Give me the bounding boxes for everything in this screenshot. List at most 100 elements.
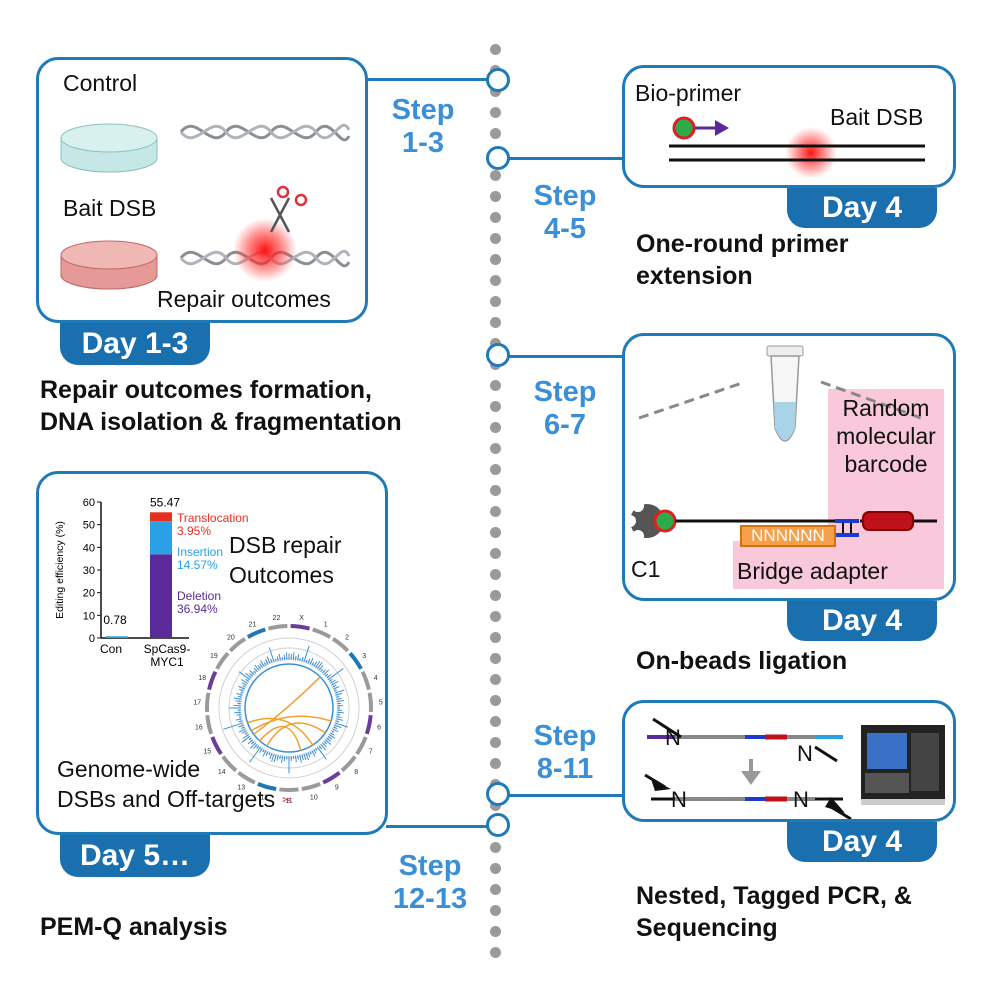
circos-track <box>228 647 350 769</box>
scissors-icon <box>269 185 308 233</box>
dsb-signal <box>278 653 281 661</box>
circos-track <box>238 657 340 759</box>
chromosome-band <box>331 637 350 653</box>
connector-step12 <box>386 825 492 828</box>
inner-ring <box>244 663 334 753</box>
chromosome-band <box>257 781 277 791</box>
dsb-signal <box>260 660 265 668</box>
timeline-node <box>486 813 510 837</box>
dsb-signal <box>315 747 318 751</box>
dsb-signal <box>299 754 302 763</box>
chromosome-band <box>360 670 371 691</box>
series-name: Insertion <box>177 545 223 559</box>
dsb-signal <box>237 695 243 698</box>
n-label: N <box>665 725 681 750</box>
dsb-signal <box>313 661 318 668</box>
chromosome-band <box>364 715 373 735</box>
day-tab-4-pcr: Day 4 <box>787 822 937 862</box>
dsb-signal <box>335 720 340 723</box>
timeline-node <box>486 343 510 367</box>
chromosome-label: 13 <box>237 785 245 792</box>
dsb-signal <box>247 739 254 745</box>
dsb-signal <box>256 745 260 749</box>
nnn-box <box>740 525 836 547</box>
panel-day4-extension: Bio-primer Bait DSB <box>622 65 956 188</box>
dsb-signal <box>303 753 307 761</box>
dsb-signal <box>328 678 333 682</box>
timeline-dot <box>490 884 501 895</box>
dsb-signal <box>268 751 271 756</box>
dsb-signal <box>336 716 342 719</box>
dsb-signal <box>313 748 317 754</box>
timeline-dot <box>490 443 501 454</box>
chromosome-label: 21 <box>248 622 256 629</box>
dsb-signal <box>334 722 348 728</box>
dsb-signal <box>299 658 301 662</box>
timeline-dot <box>490 422 501 433</box>
timeline-dot <box>490 275 501 286</box>
dsb-signal <box>331 730 335 733</box>
dsb-signal <box>239 688 245 692</box>
dsb-signal <box>244 672 252 679</box>
c1-label: C1 <box>631 556 661 582</box>
dsb-signal <box>238 728 246 733</box>
scissors-icon: ✂ <box>282 793 292 806</box>
chromosome-band <box>205 715 214 735</box>
nnn-label: NNNNNN <box>751 526 825 545</box>
dsb-signal <box>241 682 247 686</box>
dsb-signal <box>238 671 251 681</box>
dsb-signal <box>279 755 281 760</box>
dsb-signal <box>240 691 244 694</box>
y-tick-label: 50 <box>83 520 95 532</box>
dsb-signal <box>320 743 327 751</box>
connector-step4 <box>508 157 624 160</box>
timeline-dot <box>490 842 501 853</box>
timeline-dot <box>490 233 501 244</box>
dsb-signal <box>327 735 333 740</box>
bridge-adapter-label: Bridge adapter <box>737 558 888 584</box>
chromosome-label: 7 <box>369 748 373 755</box>
n-label: N <box>671 787 687 812</box>
timeline-dot <box>490 863 501 874</box>
dsb-signal <box>249 669 255 676</box>
chromosome-label: 18 <box>198 675 206 682</box>
dsb-signal <box>281 755 284 764</box>
connector-step1 <box>365 78 493 81</box>
chromosome-label: 2 <box>345 635 349 642</box>
timeline-dot <box>490 380 501 391</box>
dsb-signal <box>242 734 250 739</box>
translocation-link <box>259 725 302 751</box>
dsb-signal <box>235 700 242 703</box>
dsb-signal <box>333 724 342 729</box>
dsb-signal <box>318 665 324 671</box>
dsb-signal <box>276 754 279 761</box>
bar-segment <box>106 636 128 638</box>
timeline-dot <box>490 569 501 580</box>
y-tick-label: 20 <box>83 588 95 600</box>
total-label: 0.78 <box>103 613 127 627</box>
dsb-signal <box>332 726 338 730</box>
series-value: 14.57% <box>177 558 218 572</box>
chromosome-label: 3 <box>362 653 366 660</box>
chromosome-label: 20 <box>227 635 235 642</box>
category-label: Con <box>100 642 122 656</box>
barcode-highlight <box>828 389 944 589</box>
dsb-signal <box>335 692 343 696</box>
translocation-link <box>247 717 314 746</box>
ligation-diagram <box>625 345 937 547</box>
dsb-signal <box>294 755 297 763</box>
chromosome-band <box>290 624 311 631</box>
bar-segment <box>150 554 172 638</box>
timeline-dot <box>490 191 501 202</box>
dsb-signal <box>269 752 273 760</box>
day-tab-4-extension: Day 4 <box>787 188 937 228</box>
dsb-signal <box>311 750 316 757</box>
dsb-signal <box>250 740 255 745</box>
dsb-signal <box>241 679 249 684</box>
series-value: 36.94% <box>177 602 218 616</box>
dsb-signal <box>249 673 254 677</box>
timeline-node <box>486 68 510 92</box>
